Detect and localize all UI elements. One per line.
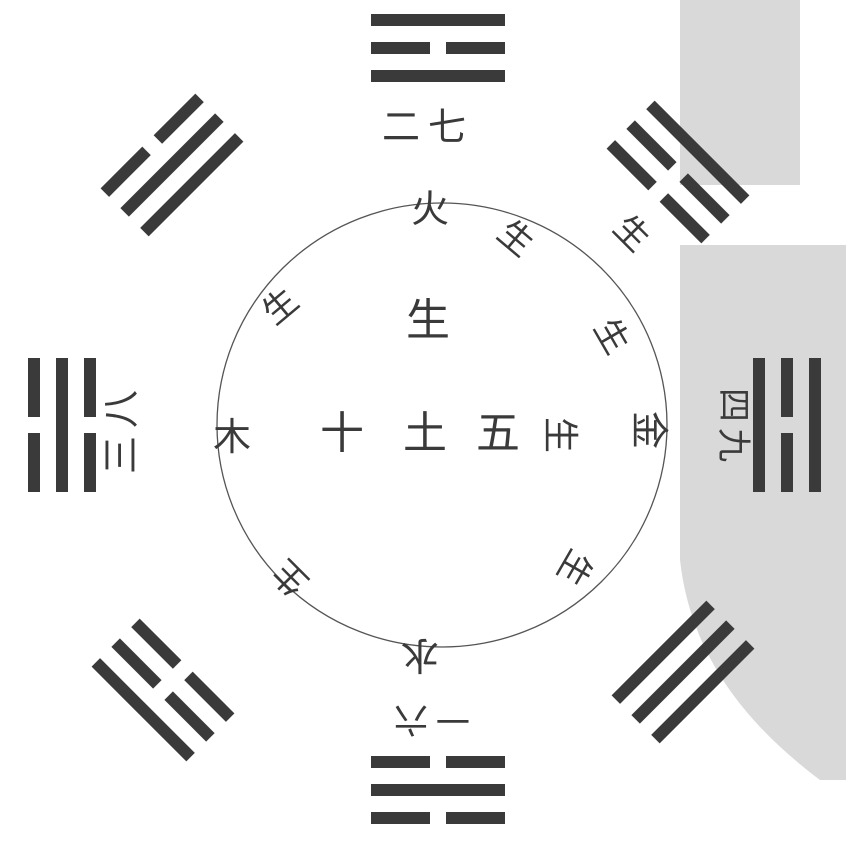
cycle-char-4: 生 [548,543,600,592]
center-char-tu: 土 [403,408,447,459]
trigram-n [371,14,505,82]
trigram-line-broken [781,433,793,492]
trigram-s [371,756,505,824]
trigram-line-solid [56,358,68,492]
trigram-line-solid [753,358,765,492]
center-top-char: 生 [406,295,450,346]
trigram-w [28,358,96,492]
trigram-line-broken [28,358,40,417]
cycle-char-2: 生 [585,312,637,361]
element-fire: 火 [411,187,449,231]
element-wood: 木 [213,415,251,459]
cycle-char-6: 生 [255,281,307,333]
trigram-line-broken [446,756,505,768]
trigram-line-broken [371,812,430,824]
center-char-shi: 十 [320,408,364,459]
trigram-nw [101,94,244,237]
trigram-line-broken [446,812,505,824]
trigram-line-solid [371,14,505,26]
element-water: 水 [401,633,439,677]
number-west: 三八 [99,382,143,474]
trigram-line-broken [446,42,505,54]
element-metal: 金 [627,411,671,449]
trigram-line-broken [84,433,96,492]
trigram-line-solid [809,358,821,492]
trigram-line-solid [371,784,505,796]
cycle-char-5: 生 [265,551,317,603]
number-north: 二七 [382,105,474,149]
trigram-line-broken [781,358,793,417]
trigram-line-solid [371,70,505,82]
cycle-char-7: 生 [605,208,657,260]
cycle-char-1: 生 [489,213,541,265]
trigram-line-broken [84,358,96,417]
trigram-sw [92,619,235,762]
trigram-line-broken [371,42,430,54]
trigram-line-broken [28,433,40,492]
number-south: 一六 [386,699,470,739]
trigram-line-broken [371,756,430,768]
center-char-wu: 五 [476,408,520,459]
number-east: 四九 [713,388,753,468]
cycle-char-3: 生 [539,417,580,453]
